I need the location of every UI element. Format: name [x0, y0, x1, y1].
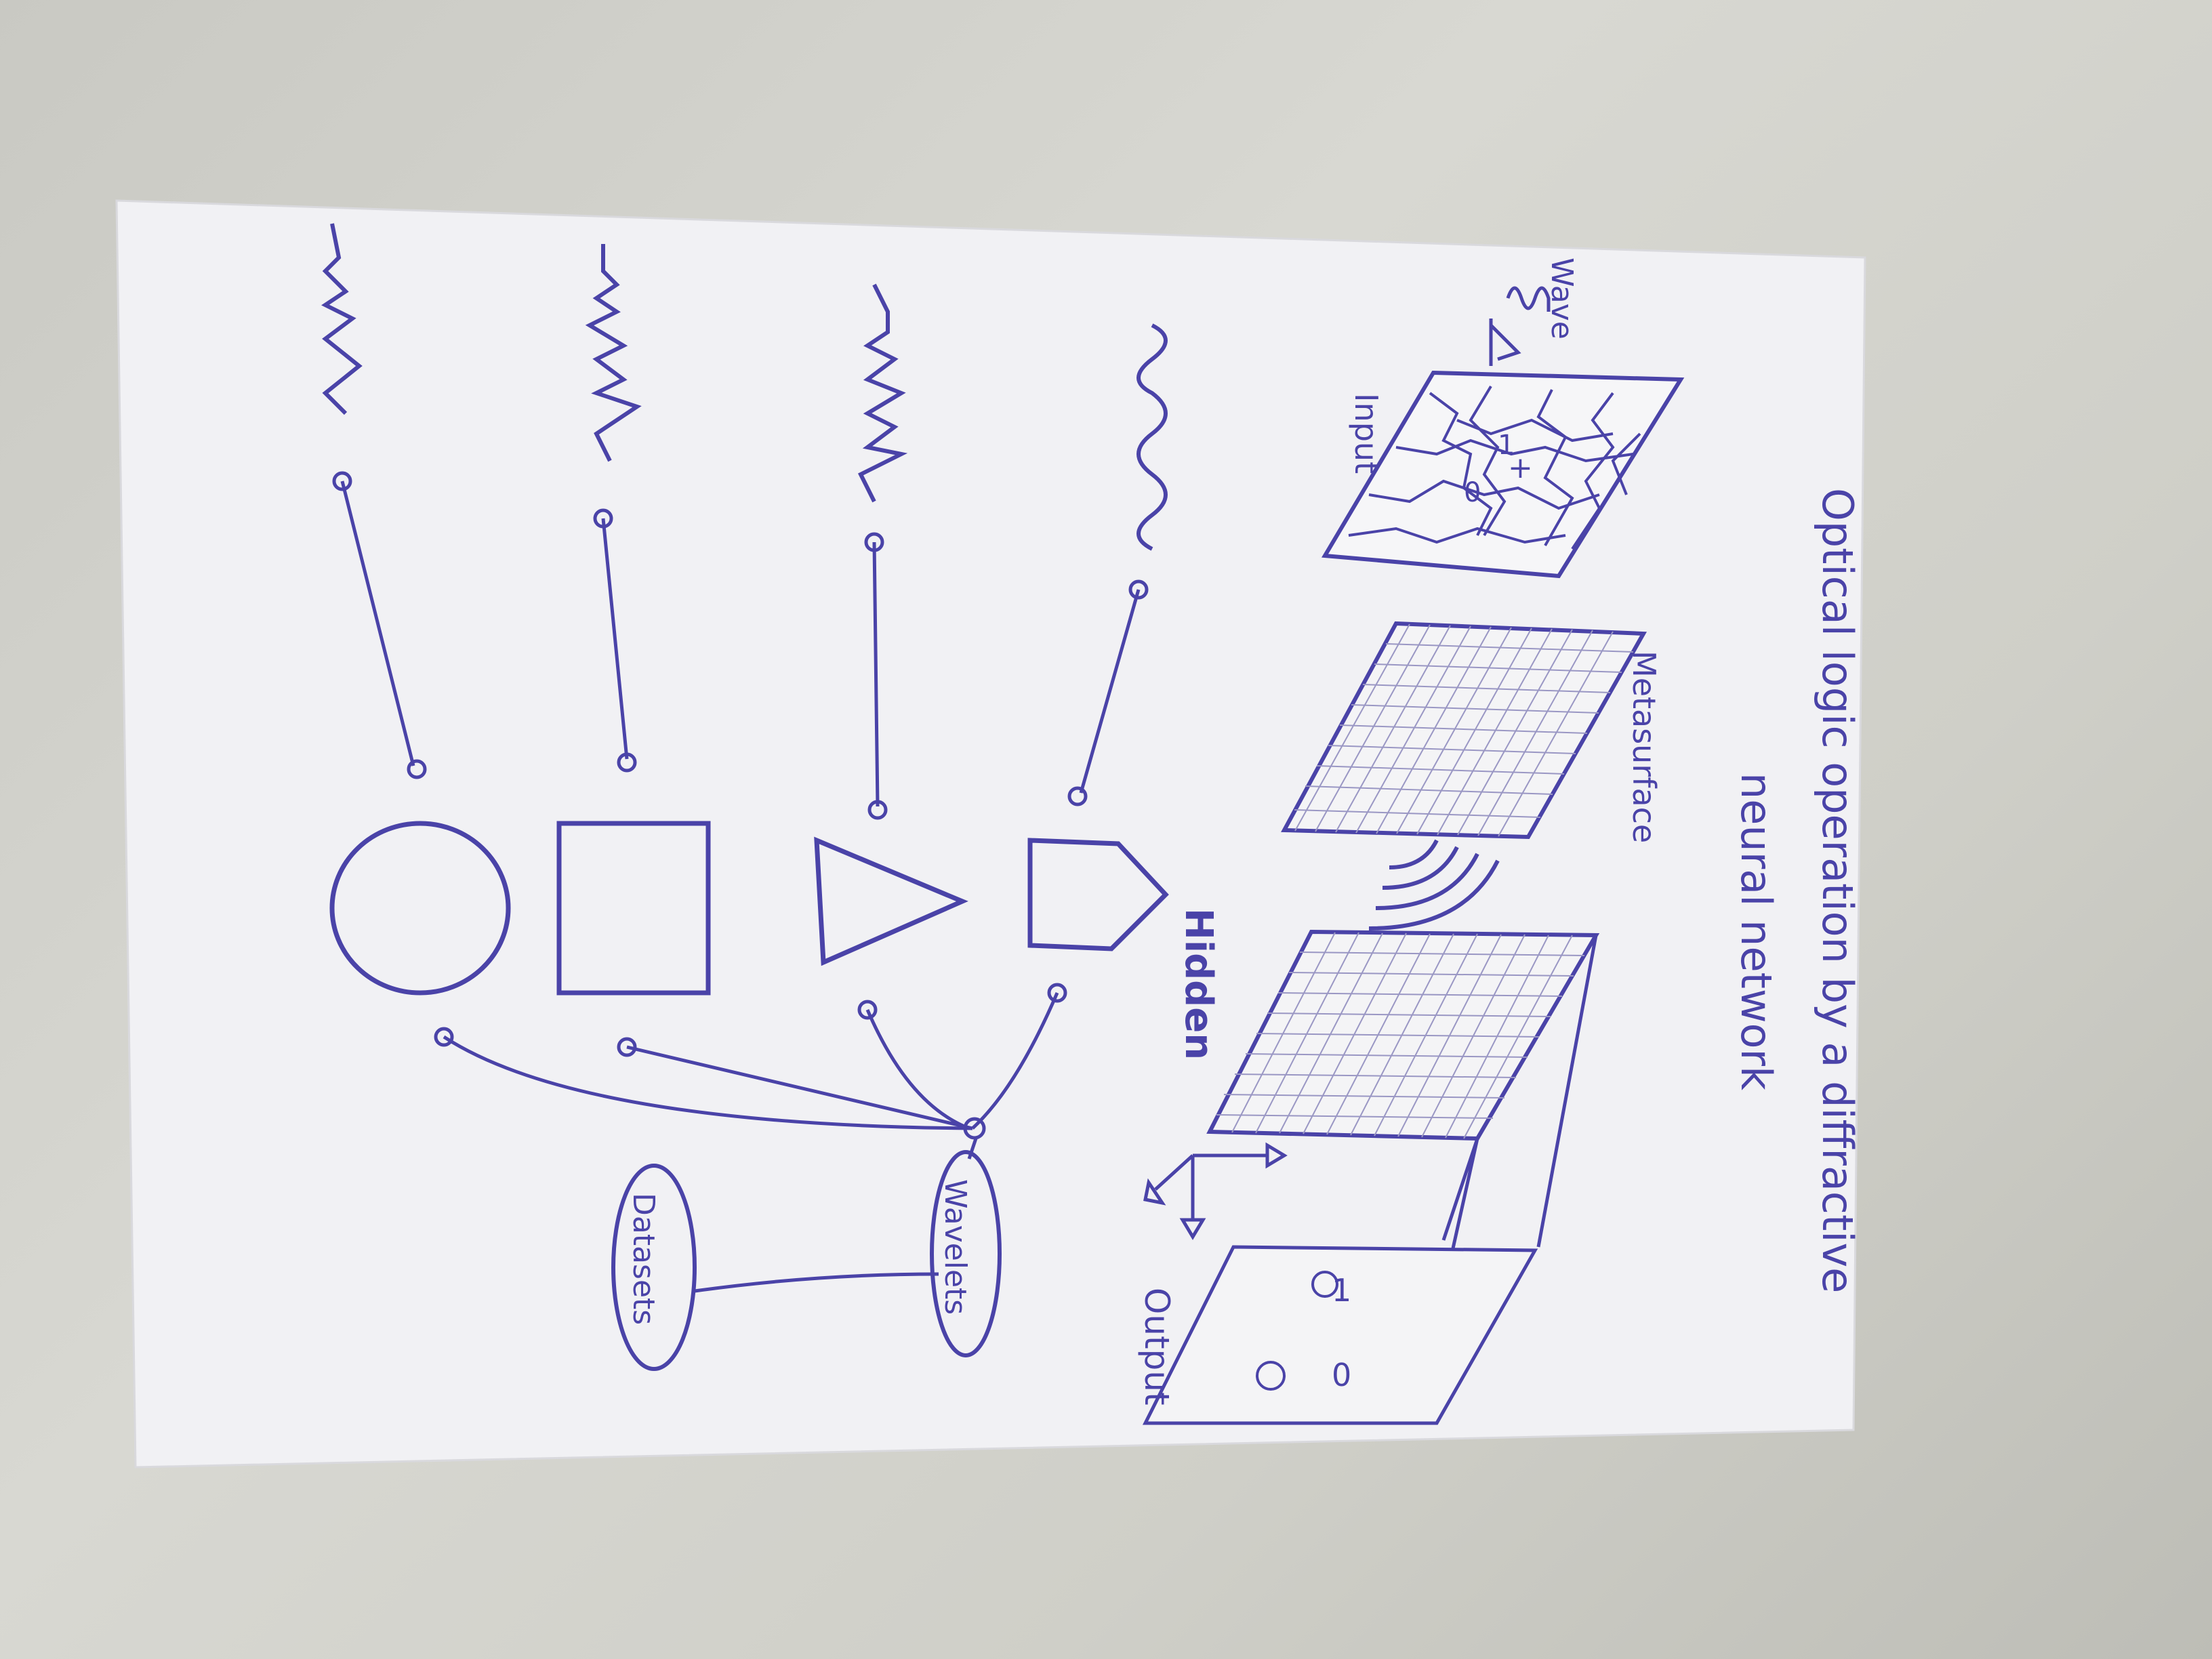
output-box — [1142, 935, 1598, 1425]
shapes — [329, 821, 1169, 996]
output-label-group: Output — [1137, 1288, 1176, 1406]
input-plate: 1 + 0 — [1321, 370, 1685, 579]
circle-shape — [329, 821, 511, 996]
wave-arcs — [1368, 839, 1500, 930]
title-line-2: neural network — [1732, 773, 1781, 1090]
output-label: Output — [1137, 1288, 1176, 1406]
datasets-label: Datasets — [626, 1193, 661, 1325]
wavelets-node: Wavelets — [930, 1138, 1002, 1357]
wavelets-label: Wavelets — [938, 1179, 972, 1315]
hub-lines — [434, 983, 1067, 1140]
waveform-3 — [585, 244, 642, 462]
title: Optical logic operation by a diffractive… — [1732, 488, 1862, 1293]
input-mark-1: 1 — [1498, 430, 1515, 461]
waveform-4 — [321, 223, 363, 415]
output-marks: 1 0 — [1256, 1271, 1351, 1393]
input-label: Input — [1348, 393, 1385, 474]
pentagon-shape — [1027, 838, 1169, 951]
square-shape — [556, 821, 711, 996]
axes-icon — [1143, 1142, 1288, 1240]
output-mark-0: 0 — [1332, 1357, 1351, 1393]
input-mark-0: 0 — [1464, 477, 1481, 508]
wave-squiggle — [1490, 286, 1551, 361]
hidden-label: Hidden — [1176, 908, 1221, 1060]
datasets-node: Datasets — [611, 1164, 939, 1371]
input-label-group: Input — [1348, 393, 1385, 474]
metasurface-label: Metasurface — [1626, 651, 1662, 843]
title-line-1: Optical logic operation by a diffractive — [1813, 488, 1862, 1293]
metasurface-plate — [1281, 621, 1647, 840]
hidden-label-group: Hidden — [1176, 908, 1221, 1060]
triangle-shape — [814, 836, 968, 966]
input-mark-plus: + — [1508, 451, 1533, 485]
waveforms — [321, 223, 1168, 551]
waveform-1 — [1136, 323, 1168, 551]
waveform-2 — [857, 283, 908, 503]
hidden-plate — [1206, 929, 1600, 1141]
metasurface-label-group: Metasurface — [1626, 651, 1662, 843]
connectors — [332, 471, 1149, 820]
